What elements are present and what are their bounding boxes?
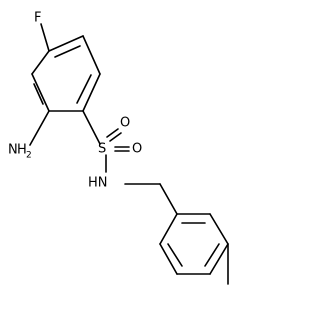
inner-double-bond-2: [76, 74, 92, 104]
bond-ring-sulfur: [82, 110, 101, 145]
sulfonamide-group: [29, 110, 178, 215]
chemical-structure-canvas: F N H 2 S O O HN: [8, 10, 229, 285]
bond-r2-c: [209, 243, 229, 275]
bond-r2-inner-3: [167, 243, 183, 267]
bond-c6-c1: [31, 50, 50, 75]
oxygen-top-label: O: [120, 116, 130, 131]
methylphenyl-ring: [159, 213, 229, 285]
amine-subscript-label: 2: [26, 151, 32, 161]
bond-sulfur-oxygen-top-a: [106, 128, 119, 138]
inner-double-bond-1: [54, 45, 81, 58]
bond-r2-e: [159, 243, 178, 275]
bond-c5-c6: [31, 73, 50, 112]
fluorine-label: F: [34, 11, 41, 26]
oxygen-side-label: O: [132, 142, 142, 157]
bond-c3-c4: [82, 73, 101, 112]
bond-r2-b: [209, 213, 229, 245]
bond-r2-f: [159, 213, 178, 245]
molecule-drawing: F N H 2 S O O HN: [8, 11, 229, 285]
inner-double-bond-3: [33, 83, 44, 105]
nitrogen-h-label: HN: [88, 176, 108, 191]
amine-h-label: H: [17, 143, 27, 158]
amine-n-label: N: [8, 143, 18, 158]
bond-ring-f: [40, 23, 50, 52]
bond-ring-amine: [29, 110, 50, 146]
bond-r2-inner-2: [204, 243, 220, 267]
bond-c1-c2: [48, 35, 84, 52]
bond-sulfur-oxygen-top-b: [109, 132, 122, 142]
bond-c2-c3: [82, 35, 101, 75]
fluorophenyl-ring: [31, 23, 101, 112]
sulfur-label: S: [98, 142, 106, 157]
bond-ch2-ring: [159, 183, 178, 215]
